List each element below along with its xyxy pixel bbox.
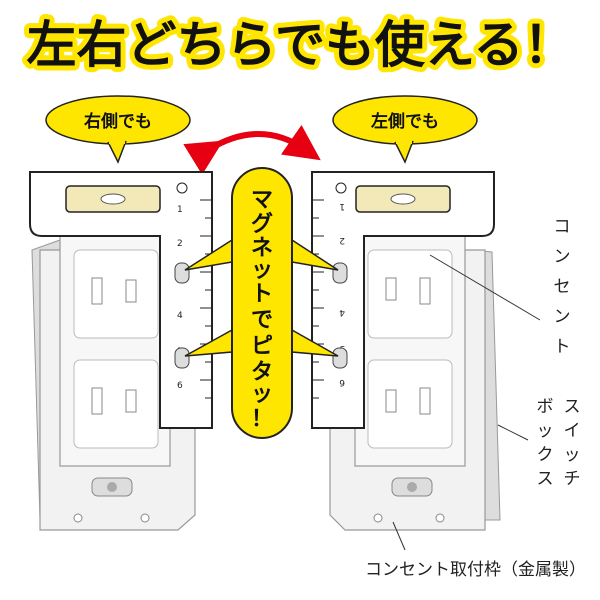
- bubble-right: 左側でも: [332, 95, 478, 164]
- magnet-icon: [332, 262, 348, 284]
- ruler-tick-6: 6: [339, 377, 345, 387]
- ruler-tick-2: 2: [339, 235, 345, 245]
- ruler-tick-4: 4: [177, 311, 183, 321]
- callout-switchbox-char: ッ: [564, 445, 581, 465]
- ruler-tick-6: 6: [177, 381, 183, 391]
- magnet-label-char: ピ: [251, 334, 273, 359]
- callout-switchbox-char: イ: [564, 421, 581, 441]
- magnet-callout: マ グ ネ ッ ト で ピ タ ッ ！: [184, 167, 339, 439]
- callout-outlet-char: ン: [554, 307, 571, 327]
- callout-outlet: コ ン セ ン ト: [429, 217, 571, 357]
- ruler-tick-4: 4: [339, 307, 345, 317]
- callout-switchbox-char: ク: [537, 445, 554, 465]
- callout-frame: コンセント取付枠（金属製）: [365, 521, 586, 580]
- callout-switchbox-char: ッ: [537, 421, 554, 441]
- headline: 左右どちらでも使える！: [27, 16, 574, 74]
- magnet-label-char: マ: [251, 188, 273, 213]
- ruler-tick-1: 1: [339, 201, 345, 211]
- ruler-tick-1: 1: [177, 205, 183, 215]
- magnet-label-char: ネ: [251, 236, 273, 261]
- callout-switchbox-char: ス: [537, 469, 554, 489]
- magnet-label-char: タ: [251, 360, 273, 385]
- magnet-label-char: ！: [251, 407, 273, 432]
- right-level-tool: [311, 171, 495, 429]
- bubble-left: 右側でも: [45, 95, 191, 164]
- magnet-label-char: で: [251, 308, 273, 333]
- magnet-icon: [174, 262, 190, 284]
- callout-outlet-char: ン: [554, 247, 571, 267]
- callout-switchbox-char: チ: [564, 469, 581, 489]
- magnet-icon: [332, 347, 348, 369]
- callout-outlet-char: コ: [554, 217, 571, 237]
- callout-switchbox-char: ボ: [537, 397, 554, 417]
- ruler-tick-2: 2: [177, 239, 183, 249]
- callout-outlet-char: セ: [554, 277, 571, 297]
- callout-switch-box: ス イ ッ チ ボ ッ ク ス: [497, 397, 581, 489]
- right-assembly: 1 2 3 4 5 6: [311, 171, 501, 531]
- magnet-label-char: ッ: [251, 258, 273, 283]
- bubble-left-text: 右側でも: [84, 111, 152, 132]
- magnet-label-char: グ: [251, 211, 273, 237]
- magnet-label-char: ト: [251, 282, 273, 307]
- magnet-icon: [174, 347, 190, 369]
- swap-arrow-icon: [183, 124, 321, 175]
- left-level-tool: [29, 171, 213, 429]
- callout-switchbox-char: ス: [564, 397, 581, 417]
- callout-outlet-char: ト: [554, 337, 571, 357]
- bubble-right-text: 左側でも: [371, 111, 439, 132]
- callout-frame-text: コンセント取付枠（金属製）: [365, 560, 586, 580]
- magnet-label-char: ッ: [251, 382, 273, 407]
- left-assembly: 1 2 3 4 5 6: [29, 171, 213, 531]
